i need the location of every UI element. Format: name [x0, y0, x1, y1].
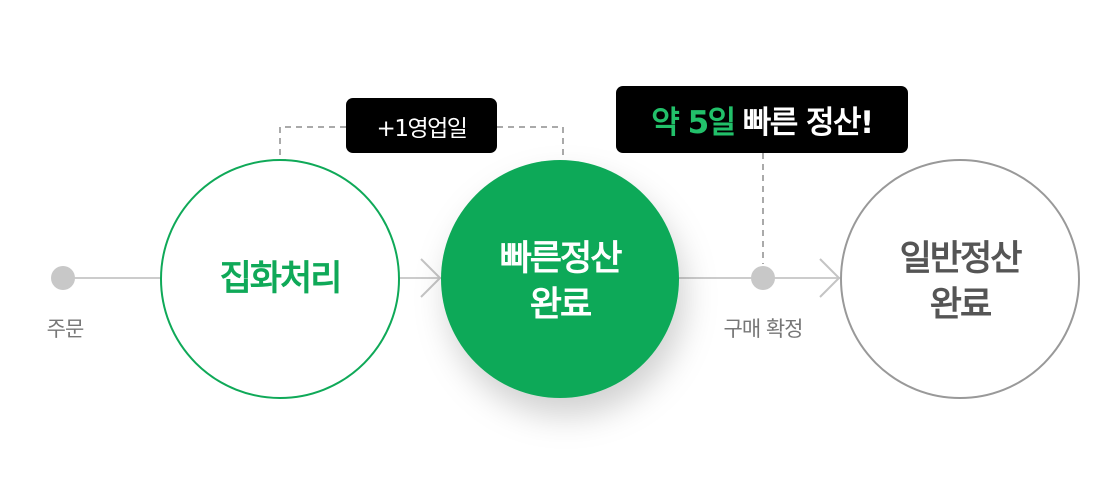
fast-settlement-label: 빠른정산 완료 [499, 236, 623, 328]
pickup-circle [160, 159, 400, 399]
arrow-right-icon [819, 258, 841, 298]
business-day-badge: +1영업일 [346, 98, 497, 153]
purchase-confirm-label: 구매 확정 [723, 317, 804, 341]
fast-settlement-line1: 빠른정산 [499, 239, 623, 279]
business-day-text: +1영업일 [376, 115, 468, 142]
normal-settlement-line1: 일반정산 [899, 239, 1023, 279]
purchase-confirm-dot [751, 266, 775, 290]
dashed-connector-left [279, 126, 346, 161]
faster-text: 빠른 정산! [742, 105, 875, 141]
order-label: 주문 [46, 317, 85, 341]
dashed-connector-right [497, 126, 564, 160]
fast-settlement-circle [441, 160, 679, 398]
arrow-right-icon [420, 258, 442, 298]
order-dot [51, 266, 75, 290]
normal-settlement-circle [840, 159, 1080, 399]
normal-settlement-line2: 완료 [929, 285, 992, 325]
pickup-label: 집화처리 [219, 259, 343, 299]
faster-settlement-badge: 약 5일 빠른 정산! [616, 86, 908, 153]
normal-settlement-label: 일반정산 완료 [899, 236, 1023, 328]
fast-settlement-line2: 완료 [529, 285, 592, 325]
faster-highlight: 약 5일 [651, 105, 736, 141]
